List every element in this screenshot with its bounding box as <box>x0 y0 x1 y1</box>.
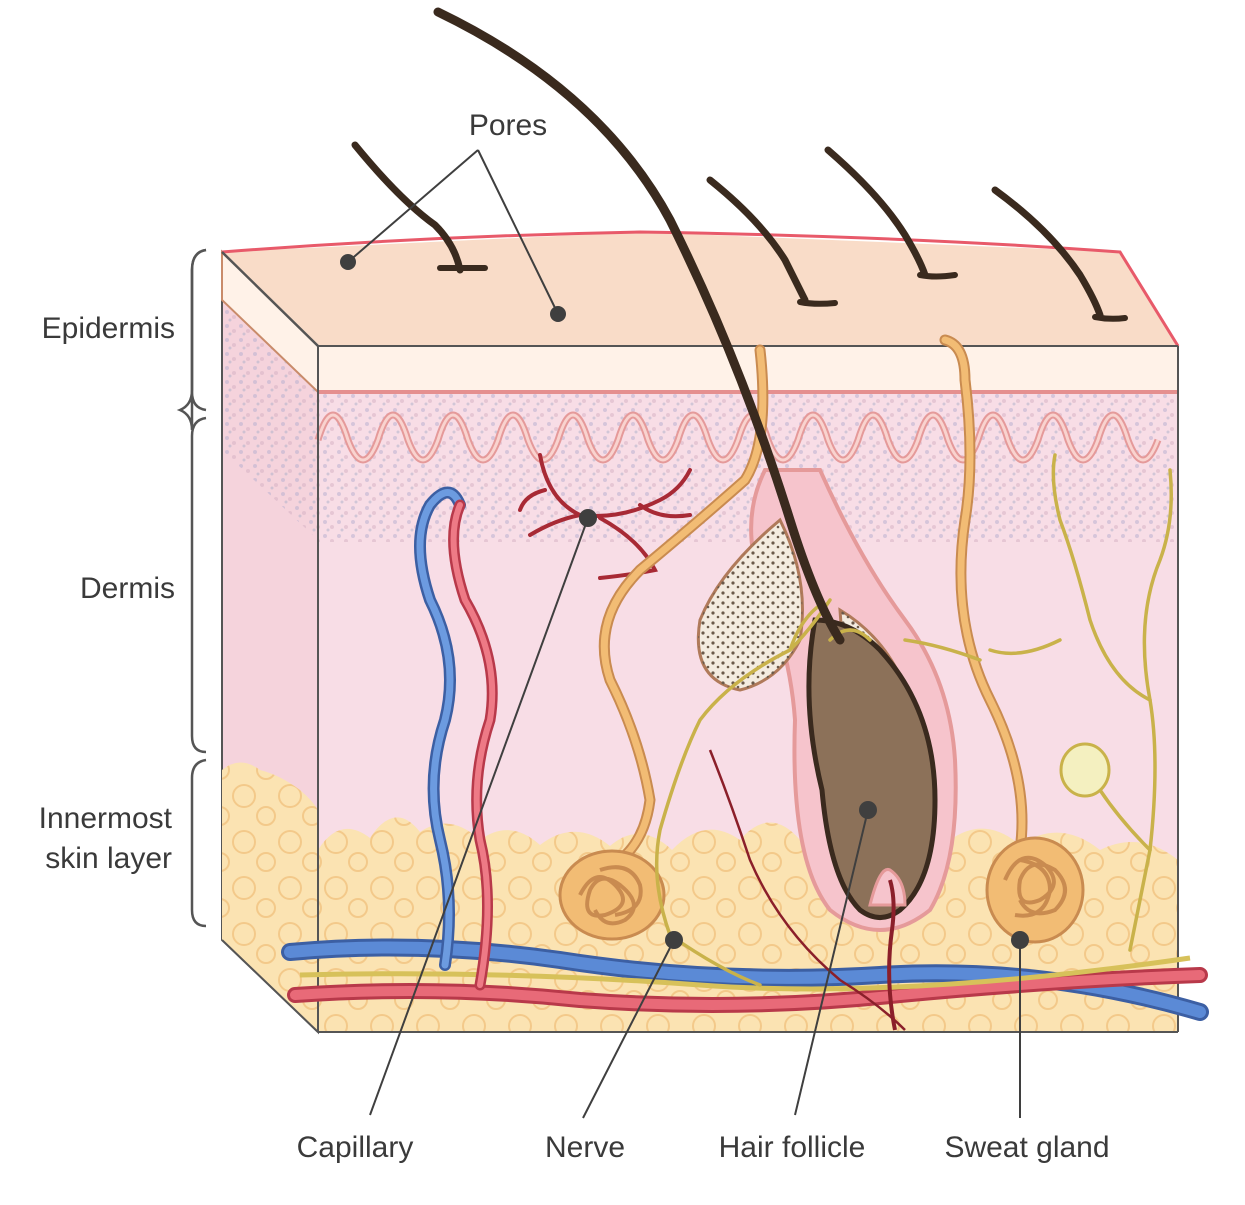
epidermis-top-edge <box>221 230 1180 347</box>
deep-nerve-bundle <box>299 955 1191 992</box>
epidermis-bracket-line <box>190 248 207 412</box>
dermis-label: Dermis <box>80 572 175 605</box>
block-edge-left-top <box>221 251 319 347</box>
dermal-papillae-inner <box>316 413 1160 462</box>
capillary-label: Capillary <box>297 1131 414 1164</box>
capillary-leader <box>369 517 589 1116</box>
sweat-gland-label: Sweat gland <box>944 1131 1109 1164</box>
innermost-label-line2: skin layer <box>45 842 172 875</box>
pores-leader-right <box>477 149 559 315</box>
sweat-gland-left <box>558 344 769 941</box>
capillary-branches <box>518 453 692 580</box>
pressure-receptor <box>1059 742 1111 798</box>
hair-follicle-leader <box>794 809 869 1116</box>
labels: Pores Epidermis Dermis Innermost skin la… <box>39 109 1110 1164</box>
layer-brackets <box>176 248 207 928</box>
block-bottom-left-edge <box>221 939 319 1033</box>
deep-artery-highlight <box>290 970 1205 1010</box>
hair-bulb <box>806 617 938 920</box>
nerve-label: Nerve <box>545 1131 625 1164</box>
innermost-label-line1: Innermost <box>39 802 173 835</box>
hair-follicle-label: Hair follicle <box>719 1131 866 1164</box>
left-speckle-band <box>222 300 318 540</box>
dermal-papilla <box>868 867 907 907</box>
hairs <box>351 7 1128 645</box>
pores-label: Pores <box>469 109 547 142</box>
epidermis-front-band <box>317 345 1179 393</box>
hair-follicle-structure <box>696 468 958 1031</box>
nerve-leader <box>582 939 675 1119</box>
hair-follicle-dot <box>859 801 877 819</box>
leader-lines <box>347 149 1029 1119</box>
papilla-vessel <box>887 879 897 1031</box>
left-fat-cells <box>222 762 318 1032</box>
sweat-gland-right <box>939 334 1085 944</box>
capillary-vein-highlight <box>416 489 464 969</box>
capillary-dot <box>579 509 597 527</box>
innermost-bracket-line <box>190 758 207 928</box>
nerve-dot <box>665 931 683 949</box>
pores-leader-left <box>347 149 479 263</box>
dermis-bracket-line <box>190 416 207 754</box>
capillary-artery-highlight <box>450 502 496 988</box>
small-dark-vessel <box>708 749 906 1031</box>
main-hair-shaft <box>433 7 845 645</box>
sweat-gland-dot <box>1011 931 1029 949</box>
epidermis-label: Epidermis <box>42 312 175 345</box>
capillary-loop <box>414 486 498 991</box>
